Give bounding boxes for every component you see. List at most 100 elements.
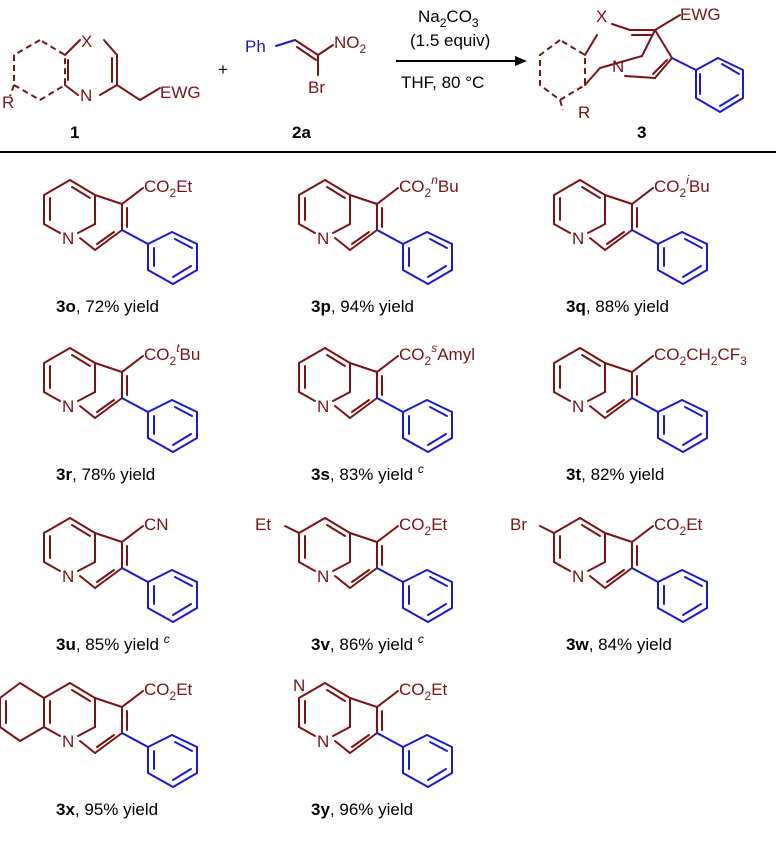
condition-equiv: (1.5 equiv) [410, 31, 490, 50]
reagent-1-label: 1 [70, 123, 79, 142]
compound-caption: 3s, 83% yield c [311, 462, 424, 484]
phenyl-ring [121, 567, 198, 623]
substituent-label: CO2sAmyl [399, 341, 475, 368]
atom-n: N [317, 732, 329, 751]
plus-sign: + [218, 60, 228, 79]
pyrrole-ring [589, 362, 638, 419]
substituent-label: CO2CH2CF3 [654, 345, 747, 368]
compound-caption: 3y, 96% yield [311, 800, 413, 819]
product-3-label: 3 [637, 123, 646, 142]
condition-base: Na2CO3 [418, 7, 479, 30]
pyridine-ring [298, 179, 351, 234]
pyrrole-ring [334, 697, 383, 754]
compound-3p: N CO2nBu 3p, 94% yield [298, 173, 459, 316]
substituent-label: CN [144, 515, 169, 534]
phenyl-ring [376, 229, 453, 285]
substituent-label: CO2tBu [144, 341, 200, 368]
atom-n: N [572, 229, 584, 248]
atom-n: N [572, 397, 584, 416]
compound-caption: 3r, 78% yield [56, 465, 155, 484]
pyridine-ring [298, 682, 351, 737]
substituent-label: CO2nBu [399, 173, 459, 200]
compound-3q: N CO2iBu 3q, 88% yield [553, 173, 710, 316]
pyrrole-ring [589, 194, 638, 251]
atom-ewg: EWG [160, 83, 201, 102]
pyridine-ring [298, 347, 351, 402]
phenyl-ring [631, 229, 708, 285]
substituent-label: CO2Et [399, 515, 448, 538]
pyridine-ring [0, 682, 96, 742]
atom-n: N [317, 397, 329, 416]
pyridine-ring [298, 517, 351, 572]
compound-3o: N CO2Et 3o, 72% yield [43, 177, 198, 316]
reaction-conditions: Na2CO3 (1.5 equiv) THF, 80 °C [396, 7, 527, 92]
reagent-1-structure: X N EWG R [2, 32, 201, 112]
phenyl-ring [376, 567, 453, 623]
pyrrole-ring [334, 532, 383, 589]
compound-caption: 3o, 72% yield [56, 297, 159, 316]
atom-n: N [317, 567, 329, 586]
phenyl-ring [376, 732, 453, 788]
atom-ewg-product: EWG [680, 5, 721, 24]
ring-substituent: Br [510, 515, 527, 534]
reagent-2a-structure: Ph NO2 Br [245, 33, 367, 97]
compound-caption: 3t, 82% yield [566, 465, 664, 484]
substituent-label: CO2Et [144, 680, 193, 703]
compound-3u: N CN 3u, 85% yield c [43, 515, 198, 654]
atom-n-product: N [612, 57, 624, 76]
atom-n: N [317, 229, 329, 248]
compound-caption: 3w, 84% yield [566, 635, 672, 654]
atom-r: R [2, 93, 14, 112]
pyrrole-ring [589, 532, 638, 589]
phenyl-ring [121, 397, 198, 453]
pyridine-ring [553, 179, 606, 234]
atom-n: N [62, 229, 74, 248]
pyridine-ring [43, 179, 96, 234]
pyridine-ring [553, 517, 606, 572]
pyrrole-ring [79, 532, 128, 589]
pyrrole-ring [334, 194, 383, 251]
atom-n: N [62, 567, 74, 586]
atom-n-pyrazine: N [293, 676, 305, 695]
substituent-label: CO2Et [144, 177, 193, 200]
atom-x: X [81, 32, 92, 51]
compound-caption: 3u, 85% yield c [56, 632, 170, 654]
pyridine-ring [553, 347, 606, 402]
phenyl-ring [376, 397, 453, 453]
phenyl-ring [121, 732, 198, 788]
product-3-structure: X N EWG R [539, 5, 744, 122]
compound-3r: N CO2tBu 3r, 78% yield [43, 341, 200, 484]
atom-n: N [80, 86, 92, 105]
reagent-2a-label: 2a [292, 123, 311, 142]
pyrrole-ring [79, 362, 128, 419]
phenyl-ring [631, 567, 708, 623]
phenyl-ring [121, 229, 198, 285]
atom-x-product: X [596, 7, 607, 26]
compound-caption: 3q, 88% yield [566, 297, 669, 316]
atom-n: N [62, 397, 74, 416]
atom-r-product: R [578, 103, 590, 122]
atom-br: Br [308, 78, 325, 97]
pyridine-ring [43, 517, 96, 572]
atom-ph: Ph [245, 37, 266, 56]
ring-substituent: Et [255, 515, 271, 534]
compound-caption: 3x, 95% yield [56, 800, 158, 819]
pyridine-ring [43, 347, 96, 402]
phenyl-ring [631, 397, 708, 453]
atom-n: N [572, 567, 584, 586]
compound-3s: N CO2sAmyl 3s, 83% yield c [298, 341, 475, 484]
pyrrole-ring [334, 362, 383, 419]
compound-3t: N CO2CH2CF3 3t, 82% yield [553, 345, 747, 484]
compound-caption: 3p, 94% yield [311, 297, 414, 316]
atom-n: N [62, 732, 74, 751]
condition-solvent-temp: THF, 80 °C [401, 73, 484, 92]
reaction-arrow-head [515, 56, 527, 66]
atom-no2: NO2 [334, 33, 367, 56]
compound-caption: 3v, 86% yield c [311, 632, 424, 654]
substituent-label: CO2iBu [654, 173, 710, 200]
pyrrole-ring [79, 194, 128, 251]
pyrrole-ring [79, 697, 128, 754]
